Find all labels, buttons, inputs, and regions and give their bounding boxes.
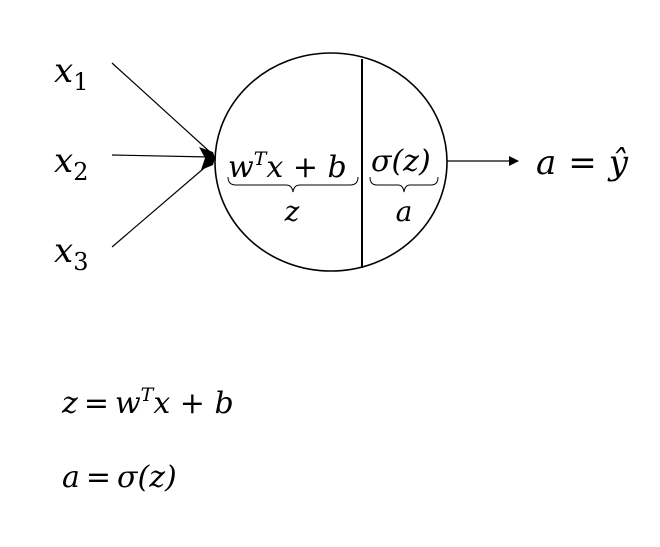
svg-text:x3: x3: [54, 231, 88, 276]
output-label: a=ŷ: [536, 143, 629, 183]
svg-text:x2: x2: [54, 141, 88, 186]
equation-z: z=wTx + b: [61, 384, 234, 421]
activation-brace: [369, 176, 439, 193]
neuron-circle: [214, 52, 448, 272]
linear-label: z: [284, 195, 300, 228]
linear-expression: wTx + b: [228, 148, 347, 185]
linear-brace: [227, 176, 359, 193]
equation-a: a=σ(z): [62, 460, 177, 495]
svg-text:x1: x1: [54, 51, 88, 96]
input-x1: x1: [54, 51, 88, 96]
edge-x1: [111, 62, 211, 153]
activation-label: a: [396, 195, 413, 228]
input-x2: x2: [54, 141, 88, 186]
input-x3: x3: [54, 231, 88, 276]
edge-x2: [111, 154, 211, 158]
activation-expression: σ(z): [371, 144, 431, 179]
edge-x3: [111, 162, 211, 248]
input-arrowheads: [199, 147, 215, 170]
